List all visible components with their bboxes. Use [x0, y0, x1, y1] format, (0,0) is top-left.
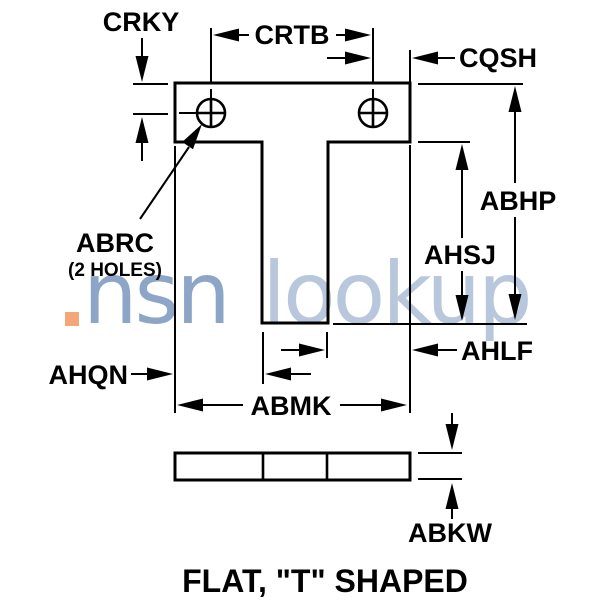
watermark-accent-square	[65, 312, 79, 326]
watermark-part1: nsn	[83, 244, 228, 344]
label-abrc-note: (2 HOLES)	[68, 260, 162, 281]
side-view	[173, 451, 412, 482]
ahsj-dimension	[455, 144, 469, 321]
label-abrc: ABRC	[76, 228, 154, 258]
ahlf-dimension	[281, 343, 457, 357]
crky-dimension	[135, 38, 149, 161]
extension-lines	[133, 28, 527, 480]
label-ahlf: AHLF	[461, 336, 533, 366]
abhp-dimension	[508, 86, 522, 320]
label-abmk: ABMK	[251, 391, 332, 421]
label-abkw: ABKW	[408, 518, 492, 548]
watermark-part2: lookup	[262, 244, 529, 344]
t-shape-outline	[173, 81, 412, 325]
label-ahsj: AHSJ	[424, 240, 496, 270]
label-crtb: CRTB	[255, 20, 330, 50]
hole-right	[357, 97, 389, 129]
watermark: nsn lookup	[65, 244, 533, 344]
crtb-dimension	[213, 28, 371, 42]
ahqn-dimension	[131, 367, 311, 381]
watermark-logo: nsn lookup	[83, 244, 530, 344]
label-cqsh: CQSH	[459, 43, 537, 73]
abkw-dimension	[445, 413, 459, 519]
abmk-dimension	[177, 398, 407, 412]
abrc-leader	[139, 124, 202, 220]
caption: FLAT, "T" SHAPED	[182, 563, 468, 599]
cqsh-dimension	[327, 51, 455, 65]
hole-left	[195, 97, 227, 129]
label-crky: CRKY	[103, 7, 180, 37]
label-ahqn: AHQN	[49, 360, 129, 390]
label-abhp: ABHP	[480, 186, 557, 216]
